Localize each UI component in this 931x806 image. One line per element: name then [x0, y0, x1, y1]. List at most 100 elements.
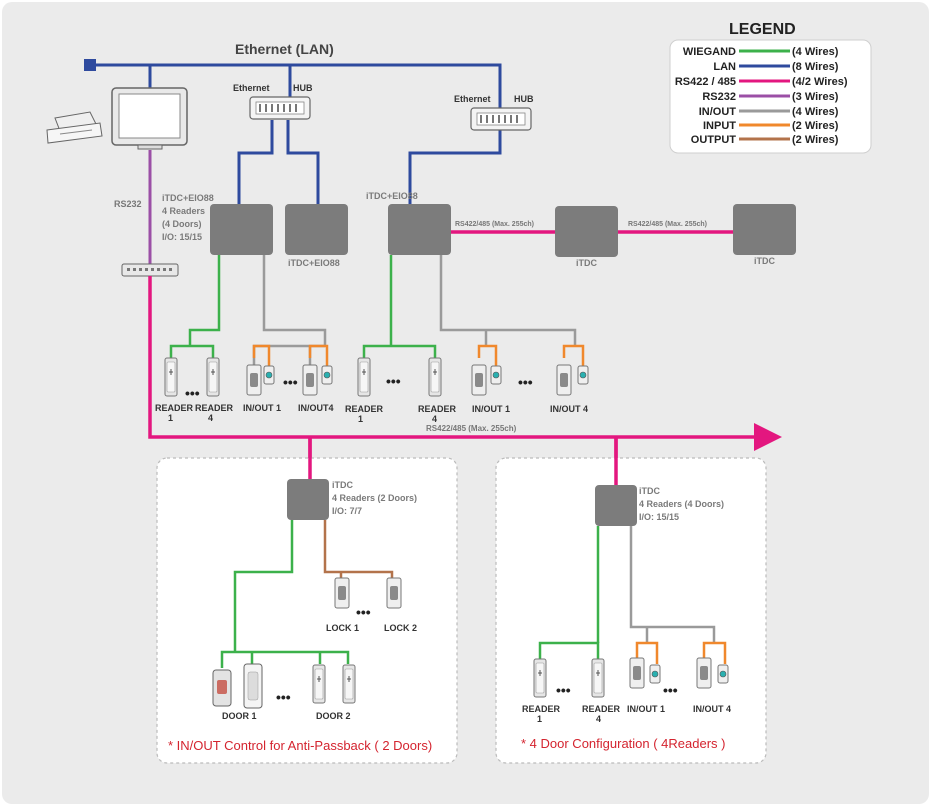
- label-inout-1: IN/OUT 1: [243, 403, 281, 413]
- legend-desc-output: (2 Wires): [792, 134, 839, 146]
- ellipsis: •••: [518, 374, 533, 390]
- reader-icon: [591, 658, 605, 698]
- exit-button-icon: [490, 365, 502, 385]
- label-reader-4-num: 4: [208, 413, 213, 423]
- label-lock-1: LOCK 1: [326, 623, 359, 633]
- reader-icon: [206, 357, 220, 397]
- label-reader-1b-top: READER: [345, 404, 384, 414]
- label-reader-1b-num: 1: [358, 414, 363, 424]
- reader-icon: [357, 357, 371, 397]
- legend-name-input: INPUT: [703, 120, 736, 132]
- label-right-inout-4: IN/OUT 4: [693, 704, 731, 714]
- reader-icon: [342, 664, 356, 704]
- exit-button-icon: [577, 365, 589, 385]
- label-reader-4b-num: 4: [432, 414, 437, 424]
- legend-name-inout: IN/OUT: [699, 106, 737, 118]
- legend-name-wiegand: WIEGAND: [683, 46, 736, 58]
- rs485-main-bus: [148, 276, 782, 451]
- left-ctrl-line1: iTDC: [332, 480, 353, 490]
- rs485-bus-label: RS422/485 (Max. 255ch): [426, 424, 517, 433]
- top-mid-wiring: [362, 255, 585, 366]
- ellipsis: •••: [283, 374, 298, 390]
- controller-itdc-5: [733, 204, 796, 255]
- legend-name-rs232: RS232: [702, 91, 736, 103]
- label-door-2: DOOR 2: [316, 711, 351, 721]
- hub-2-ethernet-label: Ethernet: [454, 94, 491, 104]
- ellipsis: •••: [185, 385, 200, 401]
- controller-itdc-4: [555, 206, 618, 257]
- controller-itdc-eio88-2: [285, 204, 348, 255]
- exit-button-icon: [649, 664, 661, 684]
- rs232-converter-icon: [121, 263, 179, 277]
- four-door-caption: * 4 Door Configuration ( 4Readers ): [521, 736, 726, 751]
- rs485-link-b-label: RS422/485 (Max. 255ch): [628, 221, 707, 228]
- ctrl1-line1: iTDC+EIO88: [162, 193, 214, 203]
- controller-itdc-eio88-1: [210, 204, 273, 255]
- reader-icon: [312, 664, 326, 704]
- legend-name-output: OUTPUT: [691, 134, 737, 146]
- ellipsis: •••: [556, 682, 571, 698]
- label-inout-1b: IN/OUT 1: [472, 404, 510, 414]
- reader-icon: [533, 658, 547, 698]
- card-reader-icon: [243, 663, 263, 709]
- label-inout-4: IN/OUT4: [298, 403, 334, 413]
- anti-passback-caption: * IN/OUT Control for Anti-Passback ( 2 D…: [168, 738, 432, 753]
- ctrl4-label: iTDC: [576, 258, 597, 268]
- hub-1-hub-label: HUB: [293, 83, 313, 93]
- label-right-reader-4: READER: [582, 704, 621, 714]
- legend-desc-lan: (8 Wires): [792, 61, 839, 73]
- ellipsis: •••: [386, 373, 401, 389]
- label-reader-4b-top: READER: [418, 404, 457, 414]
- lock-icon: [386, 577, 402, 609]
- legend-name-lan: LAN: [713, 61, 736, 73]
- label-right-reader-1-num: 1: [537, 714, 542, 724]
- fingerprint-reader-icon: [212, 669, 232, 707]
- legend-desc-rs422: (4/2 Wires): [792, 76, 848, 88]
- label-reader-1-num: 1: [168, 413, 173, 423]
- label-right-reader-4-num: 4: [596, 714, 601, 724]
- door-lock-icon: [246, 364, 262, 396]
- legend-desc-input: (2 Wires): [792, 120, 839, 132]
- ctrl2-label: iTDC+EIO88: [288, 258, 340, 268]
- rs232-label: RS232: [114, 199, 142, 209]
- controller-itdc-right: [595, 485, 637, 526]
- legend-name-rs422: RS422 / 485: [675, 76, 736, 88]
- right-ctrl-line3: I/O: 15/15: [639, 512, 679, 522]
- ctrl1-line3: (4 Doors): [162, 219, 202, 229]
- right-ctrl-line1: iTDC: [639, 486, 660, 496]
- hub-1-ethernet-label: Ethernet: [233, 83, 270, 93]
- rs485-link-a-label: RS422/485 (Max. 255ch): [455, 221, 534, 228]
- label-right-inout-1: IN/OUT 1: [627, 704, 665, 714]
- anti-passback-panel: [156, 457, 458, 764]
- printer-icon: [46, 111, 103, 144]
- right-ctrl-line2: 4 Readers (4 Doors): [639, 499, 724, 509]
- door-lock-icon: [696, 657, 712, 689]
- reader-icon: [428, 357, 442, 397]
- legend-desc-rs232: (3 Wires): [792, 91, 839, 103]
- label-inout-4b: IN/OUT 4: [550, 404, 588, 414]
- door-lock-icon: [302, 364, 318, 396]
- controller-itdc-eio88-3: [388, 204, 451, 255]
- top-left-wiring: [169, 255, 329, 370]
- lan-terminator: [84, 59, 96, 71]
- legend-title: LEGEND: [729, 21, 796, 38]
- hub-2-hub-label: HUB: [514, 94, 534, 104]
- lock-icon: [334, 577, 350, 609]
- label-lock-2: LOCK 2: [384, 623, 417, 633]
- ellipsis: •••: [276, 689, 291, 705]
- label-door-1: DOOR 1: [222, 711, 257, 721]
- exit-button-icon: [321, 365, 333, 385]
- right-panel-wiring: [538, 526, 727, 664]
- label-right-reader-1: READER: [522, 704, 561, 714]
- ellipsis: •••: [356, 604, 371, 620]
- legend-desc-inout: (4 Wires): [792, 106, 839, 118]
- ctrl1-line4: I/O: 15/15: [162, 232, 202, 242]
- door-lock-icon: [471, 364, 487, 396]
- hub-2: [470, 107, 532, 131]
- legend-rows: WIEGAND (4 Wires) LAN (8 Wires) RS422 / …: [675, 46, 848, 146]
- door-lock-icon: [629, 657, 645, 689]
- label-reader-1-top: READER: [155, 403, 194, 413]
- legend-desc-wiegand: (4 Wires): [792, 46, 839, 58]
- reader-icon: [164, 357, 178, 397]
